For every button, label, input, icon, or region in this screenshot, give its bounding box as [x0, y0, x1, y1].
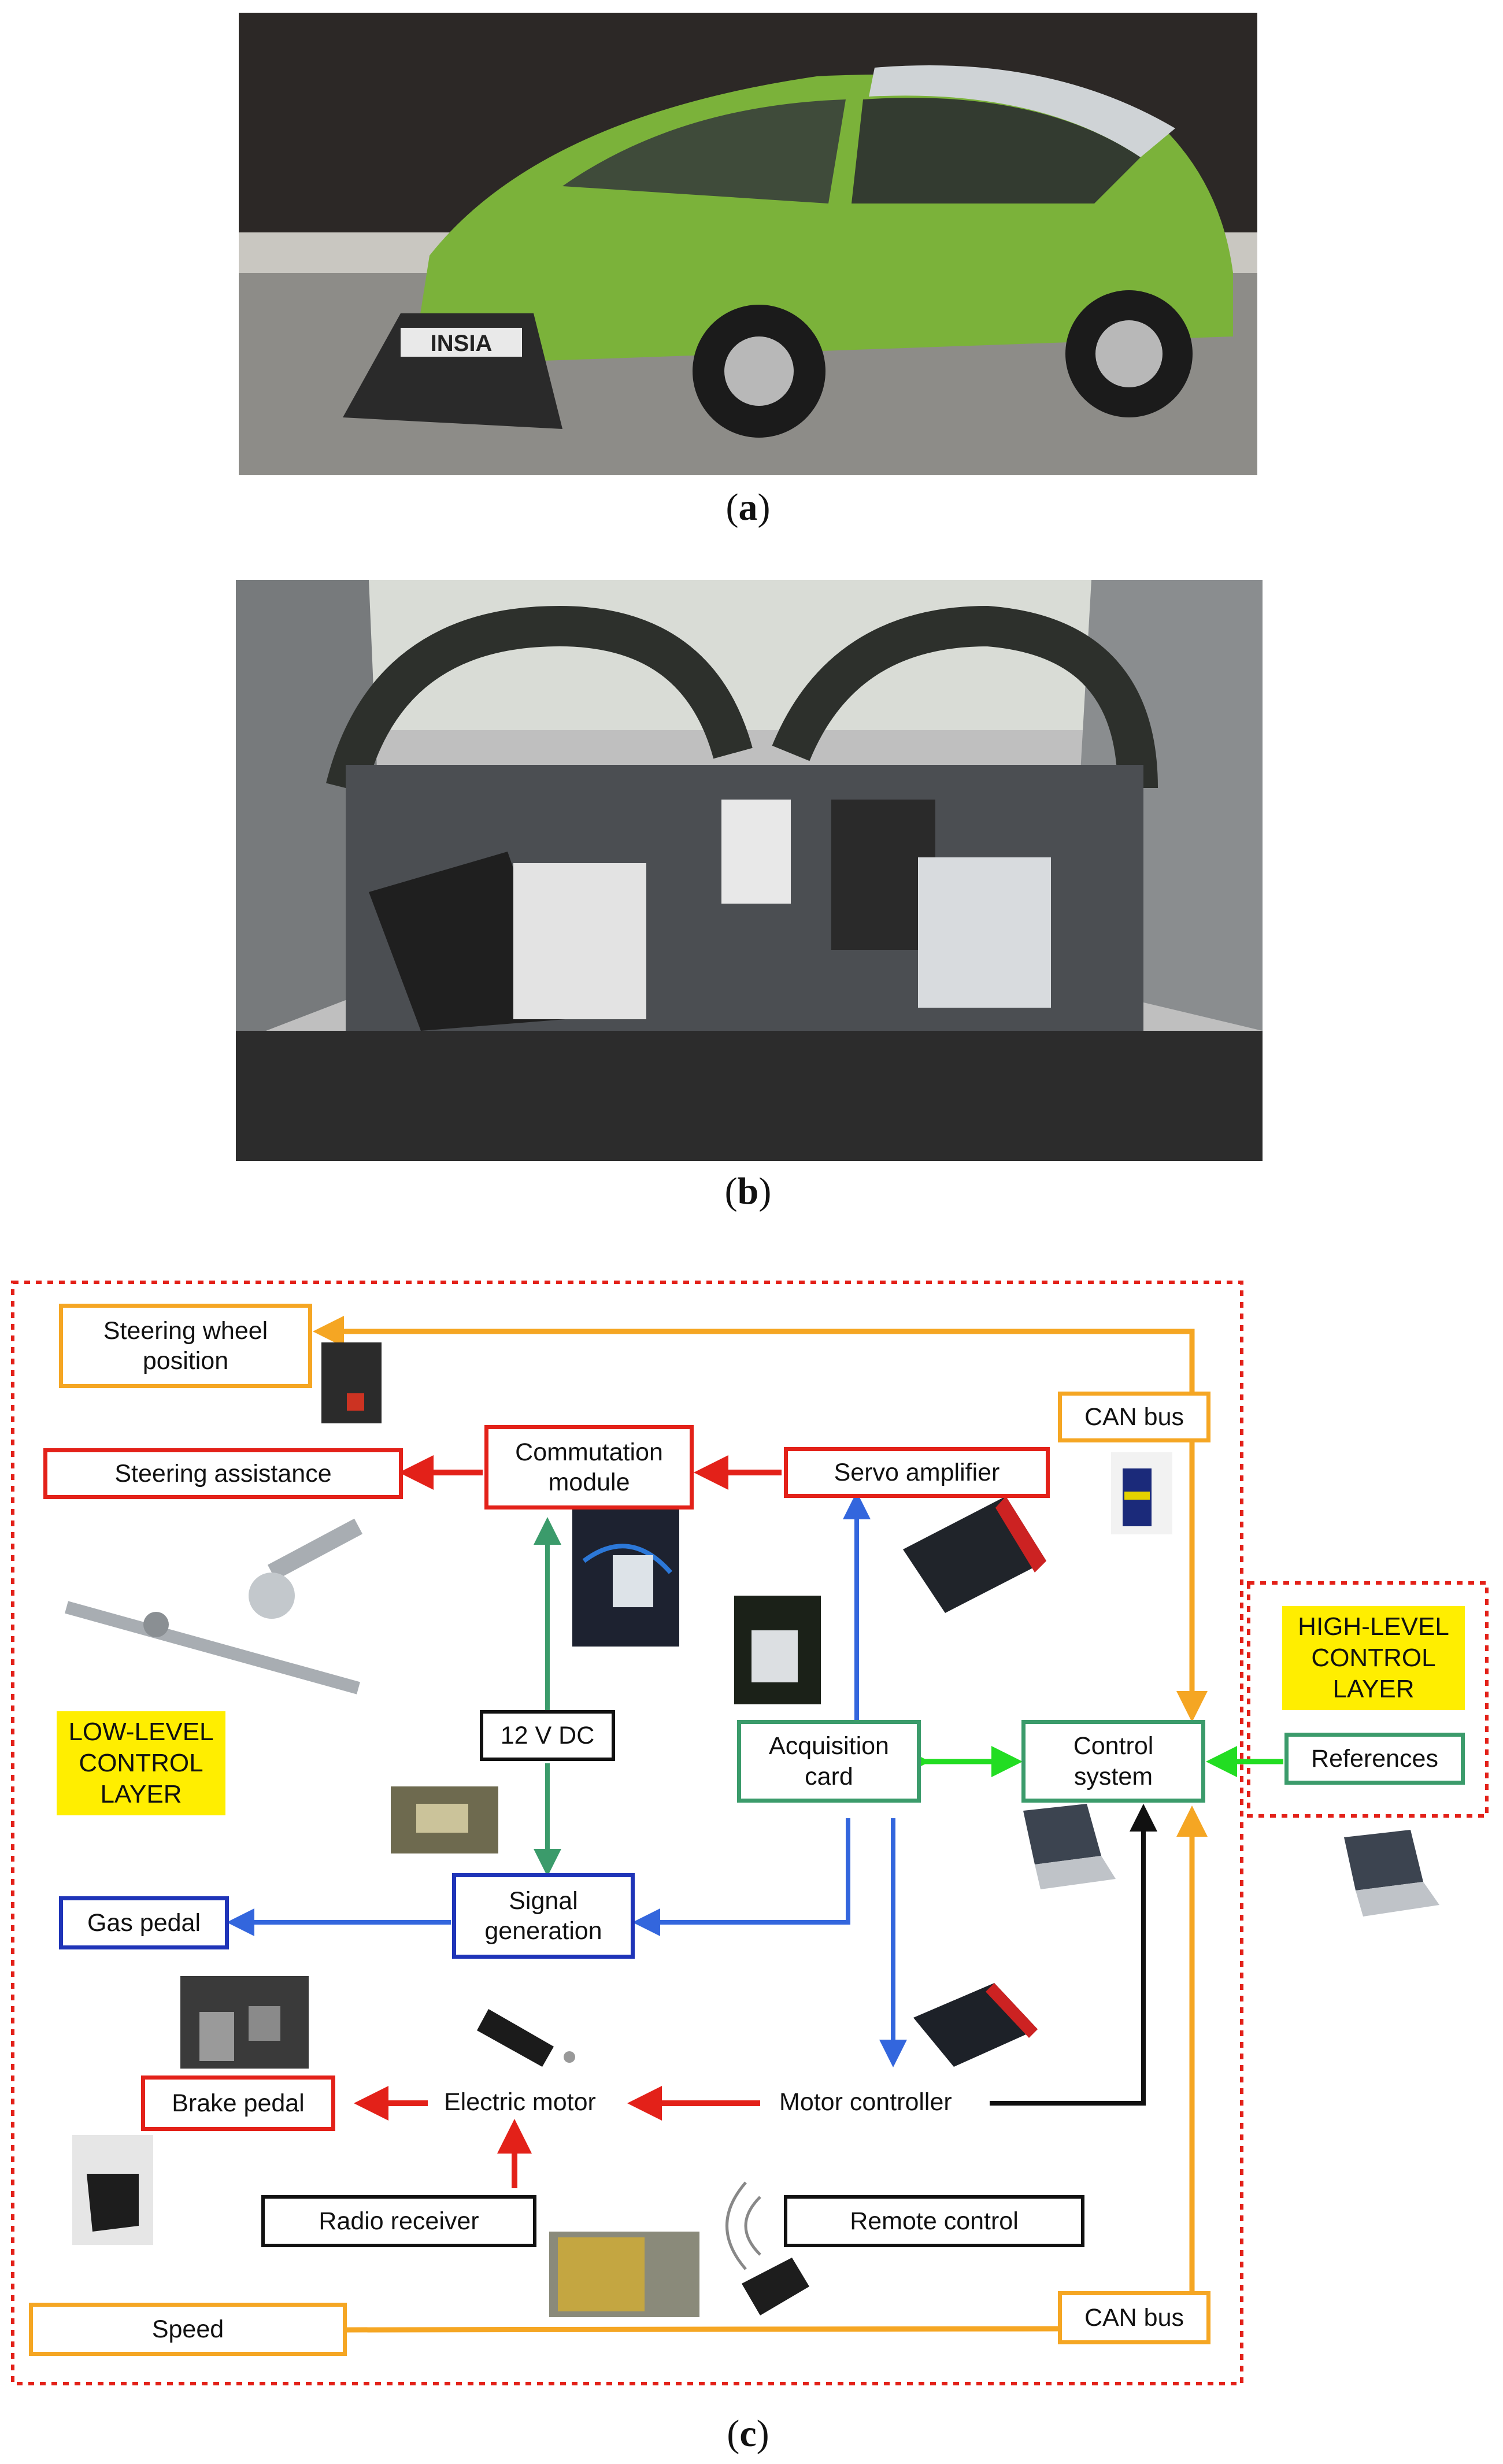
motorctrl-to-control: [990, 1804, 1157, 2106]
acquisition-card-box: Acquisition card: [737, 1720, 921, 1803]
motor-controller-label: Motor controller: [779, 2088, 952, 2116]
caption-b: (b): [724, 1170, 772, 1212]
car-photo: INSIA: [239, 13, 1257, 475]
high-level-frame: [1247, 1581, 1489, 1818]
electric-motor-photo: [477, 2009, 575, 2067]
steering-wheel-photo: [321, 1342, 382, 1423]
dc-12v-box: 12 V DC: [480, 1710, 615, 1761]
servo-amplifier-box: Servo amplifier: [784, 1447, 1050, 1498]
caption-a: (a): [725, 486, 771, 528]
laptop-references-photo: [1344, 1830, 1439, 1917]
low-level-frame: [11, 1281, 1243, 2385]
commutation-photo: [572, 1508, 679, 1647]
speed-line: [345, 2326, 1058, 2333]
electric-motor-label: Electric motor: [444, 2088, 596, 2116]
can-top-line: [313, 1316, 1195, 1392]
steering-assistance-box: Steering assistance: [43, 1448, 403, 1499]
low-level-layer-label: LOW-LEVEL CONTROL LAYER: [57, 1711, 225, 1815]
pedals-photo: [180, 1976, 309, 2069]
can-bus-bottom-box: CAN bus: [1058, 2291, 1210, 2344]
steering-wheel-position-box: Steering wheel position: [59, 1304, 312, 1388]
speed-box: Speed: [29, 2303, 347, 2356]
can-adapter-photo: [1111, 1452, 1172, 1534]
signal-generation-box: Signal generation: [452, 1873, 635, 1959]
steering-rack-photo: [65, 1518, 363, 1695]
laptop-control-photo: [1023, 1804, 1116, 1889]
references-box: References: [1284, 1733, 1465, 1785]
commutation-module-box: Commutation module: [484, 1425, 694, 1510]
trunk-photo: [236, 580, 1263, 1161]
can-bus-top-box: CAN bus: [1058, 1392, 1210, 1442]
radio-receiver-box: Radio receiver: [261, 2195, 536, 2247]
caption-c: (c): [727, 2413, 769, 2455]
gas-pedal-box: Gas pedal: [59, 1896, 229, 1949]
acq-card-photo: [734, 1596, 821, 1704]
motor-controller-photo: [913, 1983, 1038, 2067]
control-system-box: Control system: [1021, 1720, 1205, 1803]
brake-pedal-box: Brake pedal: [141, 2075, 335, 2131]
remote-control-box: Remote control: [784, 2195, 1084, 2247]
servo-amplifier-photo: [903, 1496, 1046, 1613]
remote-control-photo: [725, 2181, 809, 2315]
radio-receiver-photo: [549, 2232, 699, 2317]
acq-to-signal: [632, 1818, 850, 1936]
plate-text: INSIA: [431, 331, 493, 356]
speed-sensor-photo: [72, 2135, 153, 2245]
signal-gen-photo: [391, 1786, 498, 1853]
high-level-layer-label: HIGH-LEVEL CONTROL LAYER: [1282, 1606, 1465, 1710]
